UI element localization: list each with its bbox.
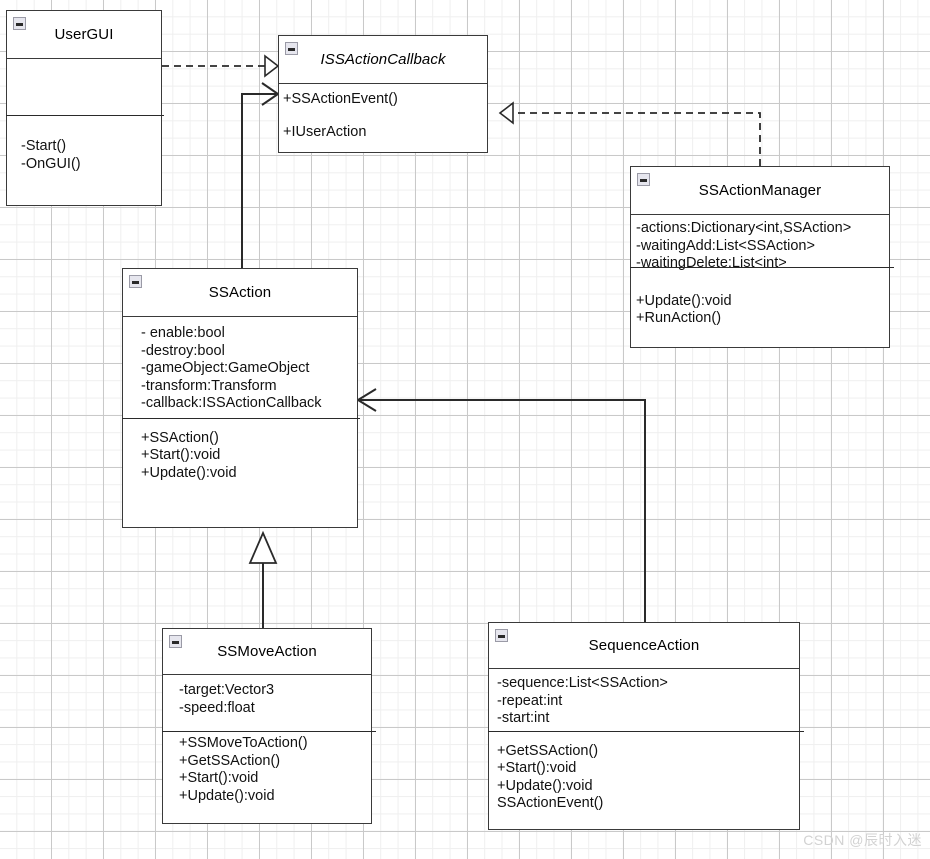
class-header-issactioncallback: ISSActionCallback <box>279 36 487 84</box>
collapse-icon[interactable] <box>13 17 26 30</box>
attributes-section-ssactionmanager: -actions:Dictionary<int,SSAction> -waiti… <box>631 215 889 279</box>
class-box-issactioncallback[interactable]: ISSActionCallback +SSActionEvent() +IUse… <box>278 35 488 153</box>
class-box-ssmoveaction[interactable]: SSMoveAction -target:Vector3 -speed:floa… <box>162 628 376 824</box>
attributes-section-ssaction: - enable:bool -destroy:bool -gameObject:… <box>123 317 357 419</box>
collapse-icon[interactable] <box>637 173 650 186</box>
relationship-manager-realizes-callback <box>498 101 761 166</box>
relationship-ssmove-extends-ssaction <box>248 530 278 628</box>
attribute-item: -callback:ISSActionCallback <box>141 395 322 411</box>
operation-item: +Start():void <box>497 760 577 776</box>
operation-item: +Update():void <box>497 777 593 794</box>
class-box-ssactionmanager[interactable]: SSActionManager -actions:Dictionary<int,… <box>630 166 894 348</box>
operations-section-ssaction: +SSAction() +Start():void +Update():void <box>123 419 357 528</box>
attribute-item: -destroy:bool <box>141 342 225 359</box>
operations-section-ssactionmanager: +Update():void +RunAction() <box>631 279 889 348</box>
attribute-item: -gameObject:GameObject <box>141 360 310 376</box>
class-name-ssaction: SSAction <box>208 283 272 301</box>
operation-item: +Start():void <box>179 770 259 786</box>
class-name-ssactionmanager: SSActionManager <box>698 181 822 199</box>
section-divider <box>6 115 164 116</box>
operations-section-issactioncallback: +SSActionEvent() +IUserAction <box>279 84 487 152</box>
class-name-usergui: UserGUI <box>54 25 114 43</box>
operation-item: +GetSSAction() <box>497 742 599 759</box>
class-header-usergui: UserGUI <box>7 11 161 59</box>
section-divider <box>630 267 894 268</box>
operation-item: -Start() <box>21 138 67 154</box>
collapse-icon[interactable] <box>129 275 142 288</box>
operations-section-ssmoveaction: +SSMoveToAction() +GetSSAction() +Start(… <box>163 723 371 823</box>
operation-item: +SSActionEvent() <box>283 91 398 107</box>
operation-item: +Update():void <box>636 292 732 309</box>
attributes-section-ssmoveaction: -target:Vector3 -speed:float <box>163 675 371 723</box>
section-divider <box>488 731 804 732</box>
operation-item: SSActionEvent() <box>497 795 604 811</box>
operation-item: +GetSSAction() <box>179 752 281 769</box>
operation-item: +Start():void <box>141 447 221 463</box>
attribute-item: -speed:float <box>179 699 255 716</box>
attribute-item: -transform:Transform <box>141 377 277 394</box>
watermark: CSDN @辰时入迷 <box>803 832 922 848</box>
attribute-item: -waitingDelete:List<int> <box>636 255 787 271</box>
class-name-sequenceaction: SequenceAction <box>588 636 700 654</box>
operation-item: +Update():void <box>179 787 275 804</box>
class-header-ssactionmanager: SSActionManager <box>631 167 889 215</box>
collapse-icon[interactable] <box>285 42 298 55</box>
class-box-usergui[interactable]: UserGUI -Start() -OnGUI() <box>6 10 164 206</box>
collapse-icon[interactable] <box>169 635 182 648</box>
attribute-item: -repeat:int <box>497 692 563 709</box>
relationship-ssaction-uses-callback <box>241 82 280 268</box>
operations-section-usergui: -Start() -OnGUI() <box>7 127 161 205</box>
attributes-section-sequenceaction: -sequence:List<SSAction> -repeat:int -st… <box>489 669 799 734</box>
class-header-ssaction: SSAction <box>123 269 357 317</box>
class-header-ssmoveaction: SSMoveAction <box>163 629 371 675</box>
class-box-sequenceaction[interactable]: SequenceAction -sequence:List<SSAction> … <box>488 622 804 830</box>
attribute-item: -sequence:List<SSAction> <box>497 675 668 691</box>
operation-item: +RunAction() <box>636 310 722 326</box>
collapse-icon[interactable] <box>495 629 508 642</box>
section-divider <box>162 731 376 732</box>
class-name-ssmoveaction: SSMoveAction <box>217 642 317 660</box>
class-name-issactioncallback: ISSActionCallback <box>320 50 446 68</box>
operation-item: +Update():void <box>141 464 237 481</box>
attributes-section-usergui <box>7 59 161 127</box>
relationship-sequence-uses-ssaction <box>356 388 646 622</box>
class-box-ssaction[interactable]: SSAction - enable:bool -destroy:bool -ga… <box>122 268 360 528</box>
class-header-sequenceaction: SequenceAction <box>489 623 799 669</box>
attribute-item: -waitingAdd:List<SSAction> <box>636 237 815 254</box>
operation-item: +IUserAction <box>283 123 367 140</box>
relationship-usergui-realizes-callback <box>162 54 280 78</box>
attribute-item: -actions:Dictionary<int,SSAction> <box>636 220 852 236</box>
operation-item: -OnGUI() <box>21 155 81 172</box>
attribute-item: -start:int <box>497 710 550 726</box>
operation-item: +SSAction() <box>141 429 219 446</box>
attribute-item: -target:Vector3 <box>179 682 275 698</box>
attribute-item: - enable:bool <box>141 325 225 341</box>
operations-section-sequenceaction: +GetSSAction() +Start():void +Update():v… <box>489 734 799 830</box>
section-divider <box>122 418 360 419</box>
operation-item: +SSMoveToAction() <box>179 735 308 751</box>
